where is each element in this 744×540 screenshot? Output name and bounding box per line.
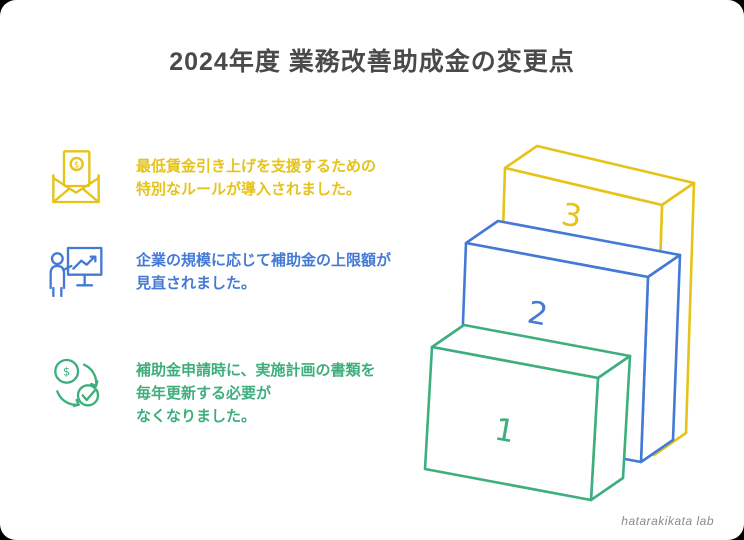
list-item-3-line-2: 毎年更新する必要が: [136, 385, 272, 402]
list-item-2: 企業の規模に応じて補助金の上限額が 見直されました。: [44, 240, 391, 304]
box-2-top-face: [464, 219, 682, 279]
box-3-side-face: [652, 181, 696, 457]
list-item-1-line-2: 特別なルールが導入されました。: [136, 181, 362, 198]
box-1-side-face: [589, 354, 632, 502]
box-2-side-face: [639, 253, 682, 464]
list-item-3: $ 補助金申請時に、実施計画の書類を 毎年更新する必要が なくなりました。: [44, 350, 376, 428]
box-3-top-face: [503, 144, 696, 207]
list-item-2-text: 企業の規模に応じて補助金の上限額が 見直されました。: [136, 240, 391, 295]
list-item-3-text: 補助金申請時に、実施計画の書類を 毎年更新する必要が なくなりました。: [136, 350, 376, 428]
list-item-1-text: 最低賃金引き上げを支援するための 特別なルールが導入されました。: [136, 146, 376, 201]
footer-credit: hatarakikata lab: [621, 514, 714, 528]
box-1: 1: [423, 323, 632, 502]
box-2-number: 2: [525, 295, 551, 334]
list-item-3-line-3: なくなりました。: [136, 408, 257, 425]
box-3-number: 3: [559, 197, 585, 236]
subsidy-presentation-icon: [44, 240, 108, 304]
box-1-front-face: [423, 345, 600, 502]
money-renewal-check-icon: $: [44, 350, 108, 414]
list-item-1-line-1: 最低賃金引き上げを支援するための: [136, 158, 377, 175]
svg-text:$: $: [74, 160, 80, 170]
box-3: 3: [495, 144, 696, 457]
list-item-2-line-2: 見直されました。: [136, 275, 257, 292]
box-3-front-face: [495, 166, 664, 457]
salary-envelope-icon: $: [44, 146, 108, 210]
box-1-number: 1: [492, 412, 518, 451]
box-2: 2: [457, 219, 682, 464]
page-title: 2024年度 業務改善助成金の変更点: [169, 48, 575, 76]
box-1-top-face: [430, 323, 632, 380]
list-item-3-line-1: 補助金申請時に、実施計画の書類を: [136, 362, 376, 379]
box-2-front-face: [457, 241, 650, 464]
svg-text:$: $: [63, 364, 70, 378]
list-item-1: $ 最低賃金引き上げを支援するための 特別なルールが導入されました。: [44, 146, 376, 210]
list-item-2-line-1: 企業の規模に応じて補助金の上限額が: [136, 252, 392, 269]
